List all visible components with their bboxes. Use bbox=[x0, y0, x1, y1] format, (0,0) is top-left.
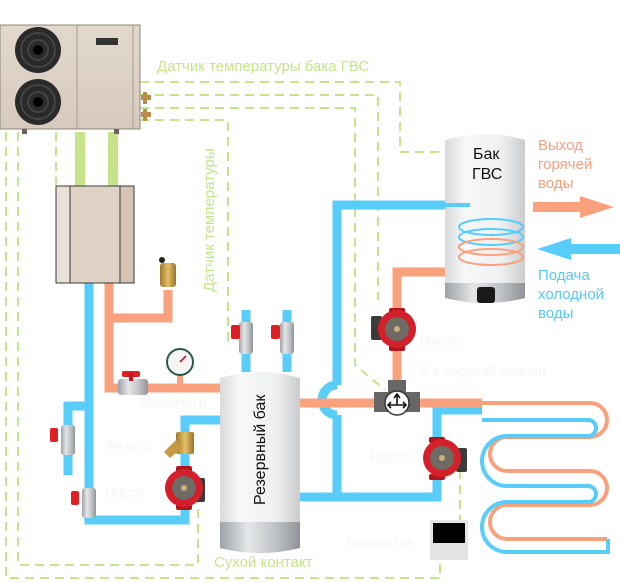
display-panel-icon bbox=[477, 287, 495, 303]
ghost-label-pump-1: Насос bbox=[105, 484, 145, 500]
strainer-filter-icon bbox=[164, 432, 194, 458]
hydro-module[interactable] bbox=[55, 185, 135, 284]
unit-connectors-icon bbox=[141, 92, 151, 121]
heat-exchanger-coil-icon bbox=[445, 203, 524, 266]
ghost-labels: Манометр Фильтр Насос Насос Насос 3-х хо… bbox=[105, 332, 546, 551]
circulation-pump-icon[interactable] bbox=[165, 466, 205, 510]
air-vent-icon bbox=[159, 257, 176, 287]
dhw-tank-label-line2: ГВС bbox=[472, 166, 502, 183]
dhw-coil-supply-pipe bbox=[332, 200, 445, 385]
glycol-pipes bbox=[75, 132, 118, 187]
ball-valve-icon[interactable] bbox=[118, 371, 148, 395]
dhw-tank-label-line1: Бак bbox=[473, 146, 500, 163]
hot-water-out-label-line1: Выход bbox=[538, 137, 583, 154]
floor-heating-loop bbox=[480, 401, 610, 554]
pump2-signal-line bbox=[140, 94, 379, 300]
hot-water-out-arrow-icon bbox=[533, 196, 614, 218]
hot-water-out-label-line3: воды bbox=[538, 175, 573, 192]
circulation-pump-icon[interactable] bbox=[371, 308, 416, 351]
dhw-tank[interactable]: Бак ГВС bbox=[445, 134, 525, 303]
three-way-valve-signal-line bbox=[140, 107, 386, 391]
ghost-label-thermostat: Термостат bbox=[345, 535, 413, 551]
fan-icon bbox=[15, 79, 61, 125]
hot-dhw-pipe bbox=[392, 267, 445, 403]
fan-icon bbox=[15, 27, 61, 73]
buffer-tank-label: Резервный бак bbox=[252, 394, 269, 505]
ghost-label-pump-3: Насос bbox=[370, 449, 410, 465]
manometer-gauge-icon bbox=[166, 348, 194, 386]
dry-contact-label: Сухой контакт bbox=[214, 554, 313, 571]
ghost-label-pump-2: Насос bbox=[420, 332, 460, 348]
hot-water-out-label-line2: горячей bbox=[538, 156, 592, 173]
cold-water-in-arrow-icon bbox=[537, 238, 620, 260]
buffer-tank[interactable]: Резервный бак bbox=[220, 372, 300, 553]
cold-water-in-label-line1: Подача bbox=[538, 267, 590, 284]
brand-logo bbox=[96, 38, 118, 45]
cold-water-in-label-line3: воды bbox=[538, 305, 573, 322]
ball-valve-icon[interactable] bbox=[50, 425, 75, 455]
circulation-pump-icon[interactable] bbox=[423, 437, 467, 480]
thermostat-signal-line bbox=[5, 132, 441, 579]
three-way-valve-icon[interactable] bbox=[374, 380, 420, 416]
heat-pump-outdoor-unit[interactable] bbox=[0, 24, 151, 134]
dhw-return-pipe bbox=[300, 415, 342, 502]
air-vent-branch bbox=[109, 290, 173, 323]
cold-return-pipe bbox=[84, 280, 222, 525]
ball-valve-icon[interactable] bbox=[71, 488, 96, 518]
temperature-sensor-label: Датчик температуры bbox=[201, 148, 218, 292]
ghost-label-filter: Фильтр bbox=[105, 437, 152, 453]
ball-valve-icon[interactable] bbox=[231, 322, 253, 354]
signal-lines bbox=[5, 81, 461, 579]
ghost-label-manometer: Манометр bbox=[140, 394, 206, 410]
ball-valve-icon[interactable] bbox=[271, 322, 294, 354]
pump1-signal-line bbox=[17, 132, 199, 566]
dhw-sensor-line bbox=[140, 81, 445, 153]
dhw-tank-sensor-label: Датчик температуры бака ГВС bbox=[157, 58, 369, 75]
cold-water-in-label-line2: холодной bbox=[538, 286, 604, 303]
ghost-label-three-way-valve: 3-х ходовой клапан bbox=[420, 363, 546, 379]
room-thermostat-icon[interactable] bbox=[430, 520, 468, 560]
